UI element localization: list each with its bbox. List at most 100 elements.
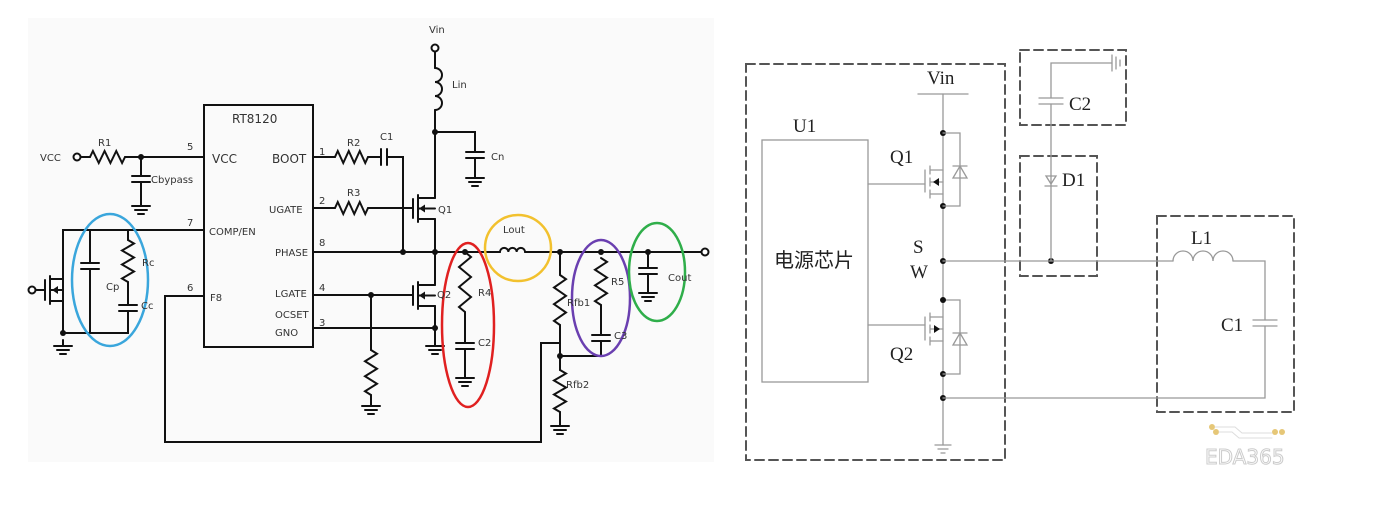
q1-mosfet	[412, 194, 436, 223]
terminal	[430, 43, 440, 53]
mosfet-arrow-icon	[934, 325, 940, 333]
l1-inductor	[1172, 250, 1234, 262]
pin3-number: 3	[319, 318, 325, 329]
vin-label: Vin	[429, 25, 445, 36]
c2-label: C2	[478, 338, 491, 349]
pin-fb-name: F8	[210, 293, 222, 304]
rc-label: Rc	[142, 258, 154, 269]
pin-boot-name: BOOT	[272, 152, 307, 166]
lout-highlight	[483, 213, 553, 283]
q1-label: Q1	[438, 205, 452, 216]
r-u1-label: U1	[793, 116, 816, 137]
vcc-terminal-label: VCC	[40, 153, 61, 164]
pin4-number: 4	[319, 283, 325, 294]
d1-group	[1019, 155, 1098, 277]
r-q1-mosfet	[924, 165, 944, 199]
pin5-number: 5	[187, 142, 193, 153]
pin7-number: 7	[187, 218, 193, 229]
ground-icon	[425, 339, 445, 355]
r-ic-text: 电源芯片	[774, 249, 854, 272]
lin-label: Lin	[452, 80, 467, 91]
pin-gnd-name: GNO	[275, 328, 298, 339]
ground-icon	[465, 171, 485, 187]
r2-label: R2	[347, 138, 360, 149]
ground-icon	[361, 399, 381, 415]
terminal	[700, 247, 710, 257]
u1-chip-box	[761, 139, 869, 383]
right-schematic-labels: Vin U1 电源芯片 Q1 Q2 S W C2 D1 L1 C1 EDA365	[774, 68, 1285, 470]
wire	[942, 132, 961, 207]
cbypass-label: Cbypass	[151, 175, 193, 186]
pin2-number: 2	[319, 196, 325, 207]
pin6-number: 6	[187, 283, 193, 294]
r-d1-label: D1	[1062, 170, 1085, 191]
pin-ugate-name: UGATE	[269, 205, 303, 216]
r4-label: R4	[478, 288, 491, 299]
r-c1-capacitor	[1252, 319, 1278, 327]
pin-lgate-name: LGATE	[275, 289, 307, 300]
lout-inductor	[499, 246, 526, 253]
ground-icon	[638, 286, 658, 302]
ic-title: RT8120	[232, 112, 277, 126]
lin-inductor	[434, 67, 443, 111]
r5-resistor	[593, 257, 609, 306]
ocset-resistor	[363, 349, 379, 396]
pin1-number: 1	[319, 147, 325, 158]
rfb2-resistor	[552, 369, 568, 413]
power-stage-group	[745, 63, 1006, 461]
pin-comp-name: COMP/EN	[209, 227, 256, 238]
q2-label: Q2	[437, 290, 451, 301]
lout-label: Lout	[503, 225, 525, 236]
r-vin-label: Vin	[927, 68, 955, 89]
wire	[1232, 260, 1266, 321]
r-ground-icon	[934, 444, 952, 454]
rfb1-resistor	[552, 274, 568, 326]
rfb2-label: Rfb2	[566, 380, 589, 391]
pin-vcc-name: VCC	[212, 152, 237, 166]
r2-resistor	[334, 148, 369, 166]
pin8-number: 8	[319, 238, 325, 249]
r1-resistor	[89, 148, 126, 166]
wire	[942, 299, 961, 375]
c2-group	[1019, 49, 1127, 126]
r-q2-mosfet	[924, 312, 944, 346]
q1-body-diode-icon	[951, 164, 969, 179]
wire	[434, 131, 476, 153]
snubber-highlight	[440, 241, 496, 409]
q2-mosfet	[412, 281, 436, 310]
left-schematic-labels: RT8120 VCC R1 Cbypass 5 VCC 7 COMP/EN 6 …	[40, 25, 691, 391]
r-sw-s-label: S	[913, 237, 924, 258]
r-c2-label: C2	[1069, 94, 1091, 115]
watermark-dot	[1209, 424, 1215, 430]
comp-network-highlight	[70, 212, 150, 348]
wire	[164, 295, 561, 443]
cn-label: Cn	[491, 152, 504, 163]
wire	[1050, 62, 1113, 99]
watermark-traces	[1214, 426, 1273, 439]
wire	[942, 325, 1266, 399]
watermark-dot	[1279, 429, 1285, 435]
r1-label: R1	[98, 138, 111, 149]
ground-icon	[53, 339, 73, 355]
wire	[386, 156, 404, 253]
pin-phase-name: PHASE	[275, 248, 308, 259]
r-l1-label: L1	[1191, 228, 1212, 249]
r-q1-label: Q1	[890, 147, 913, 168]
lc-filter-group	[1156, 215, 1295, 413]
mosfet-arrow-icon	[933, 178, 939, 186]
watermark-dot	[1272, 429, 1278, 435]
junction-dot	[940, 297, 946, 303]
r3-label: R3	[347, 188, 360, 199]
c3-label: C3	[614, 331, 627, 342]
cp-label: Cp	[106, 282, 119, 293]
r-c2-capacitor	[1038, 97, 1064, 105]
terminal	[72, 152, 82, 162]
wire	[62, 229, 205, 334]
ground-icon	[131, 199, 151, 215]
r5-label: R5	[611, 277, 624, 288]
r4-resistor	[457, 251, 473, 313]
junction-dot	[598, 249, 604, 255]
ic-rt8120-box	[203, 104, 314, 348]
ground-icon	[455, 371, 475, 387]
